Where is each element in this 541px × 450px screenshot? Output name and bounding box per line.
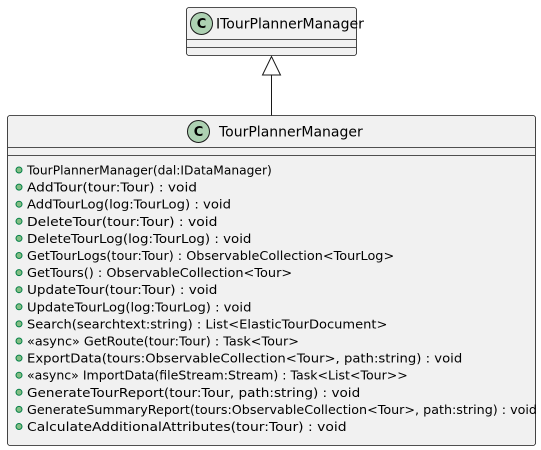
method-signature: «async» ImportData(fileStream:Stream) : … [27, 369, 408, 383]
parent-class-stereotype-icon [190, 12, 213, 35]
method-signature: CalculateAdditionalAttributes(tour:Tour)… [27, 420, 347, 434]
public-method-icon [15, 303, 23, 311]
method-row: AddTour(tour:Tour) : void [15, 181, 197, 195]
method-signature: TourPlannerManager(dal:IDataManager) [26, 164, 272, 178]
public-method-icon [15, 234, 23, 242]
method-row: «async» GetRoute(tour:Tour) : Task<Tour> [15, 335, 299, 349]
method-signature: GetTourLogs(tour:Tour) : ObservableColle… [27, 249, 394, 263]
public-method-icon [15, 269, 23, 277]
child-class-stereotype-letter: C [194, 125, 204, 140]
child-class-frame [7, 115, 536, 446]
method-row: ExportData(tours:ObservableCollection<To… [15, 352, 462, 366]
method-signature: DeleteTour(tour:Tour) : void [27, 215, 217, 229]
public-method-icon [15, 337, 23, 345]
method-row: AddTourLog(log:TourLog) : void [15, 198, 231, 212]
public-method-icon [15, 166, 23, 174]
public-method-icon [15, 423, 23, 430]
public-method-icon [15, 354, 23, 362]
inheritance-arrow [261, 55, 282, 116]
method-row: UpdateTourLog(log:TourLog) : void [15, 300, 251, 314]
public-method-icon [15, 200, 23, 208]
method-signature: «async» GetRoute(tour:Tour) : Task<Tour> [27, 335, 299, 349]
method-row: TourPlannerManager(dal:IDataManager) [15, 164, 272, 178]
method-signature: GenerateSummaryReport(tours:ObservableCo… [27, 403, 537, 417]
public-method-icon [15, 217, 23, 225]
public-method-icon [15, 320, 23, 328]
method-signature: UpdateTour(tour:Tour) : void [27, 283, 217, 297]
parent-class-stereotype-letter: C [197, 17, 207, 32]
method-signature: AddTour(tour:Tour) : void [27, 181, 197, 195]
method-row: «async» ImportData(fileStream:Stream) : … [15, 369, 408, 383]
child-class-stereotype-icon [187, 120, 210, 143]
method-row: GenerateSummaryReport(tours:ObservableCo… [15, 403, 537, 417]
method-signature: AddTourLog(log:TourLog) : void [27, 198, 231, 212]
method-row: GetTours() : ObservableCollection<Tour> [15, 266, 292, 280]
public-method-icon [15, 252, 23, 259]
public-method-icon [15, 286, 23, 294]
method-row: DeleteTour(tour:Tour) : void [15, 215, 217, 229]
method-row: CalculateAdditionalAttributes(tour:Tour)… [15, 420, 347, 434]
parent-class-box[interactable]: C ITourPlannerManager [186, 7, 365, 56]
method-row: Search(searchtext:string) : List<Elastic… [15, 317, 387, 331]
public-method-icon [15, 388, 23, 396]
method-signature: GenerateTourReport(tour:Tour, path:strin… [27, 386, 360, 400]
inheritance-arrowhead-icon [261, 55, 282, 76]
parent-class-name: ITourPlannerManager [216, 17, 364, 33]
method-row: DeleteTourLog(log:TourLog) : void [15, 232, 251, 246]
method-row: GetTourLogs(tour:Tour) : ObservableColle… [15, 249, 394, 263]
method-row: GenerateTourReport(tour:Tour, path:strin… [15, 386, 360, 400]
child-class-name: TourPlannerManager [218, 125, 363, 141]
public-method-icon [15, 371, 23, 379]
method-signature: UpdateTourLog(log:TourLog) : void [27, 300, 251, 314]
method-signature: DeleteTourLog(log:TourLog) : void [27, 232, 251, 246]
method-row: UpdateTour(tour:Tour) : void [15, 283, 217, 297]
method-list: TourPlannerManager(dal:IDataManager) AddT… [15, 164, 537, 434]
method-signature: ExportData(tours:ObservableCollection<To… [27, 352, 462, 366]
public-method-icon [15, 183, 23, 191]
method-signature: GetTours() : ObservableCollection<Tour> [27, 266, 292, 280]
child-class-box[interactable]: C TourPlannerManager TourPlannerManager(… [7, 115, 538, 446]
method-signature: Search(searchtext:string) : List<Elastic… [27, 317, 387, 331]
public-method-icon [15, 405, 23, 413]
